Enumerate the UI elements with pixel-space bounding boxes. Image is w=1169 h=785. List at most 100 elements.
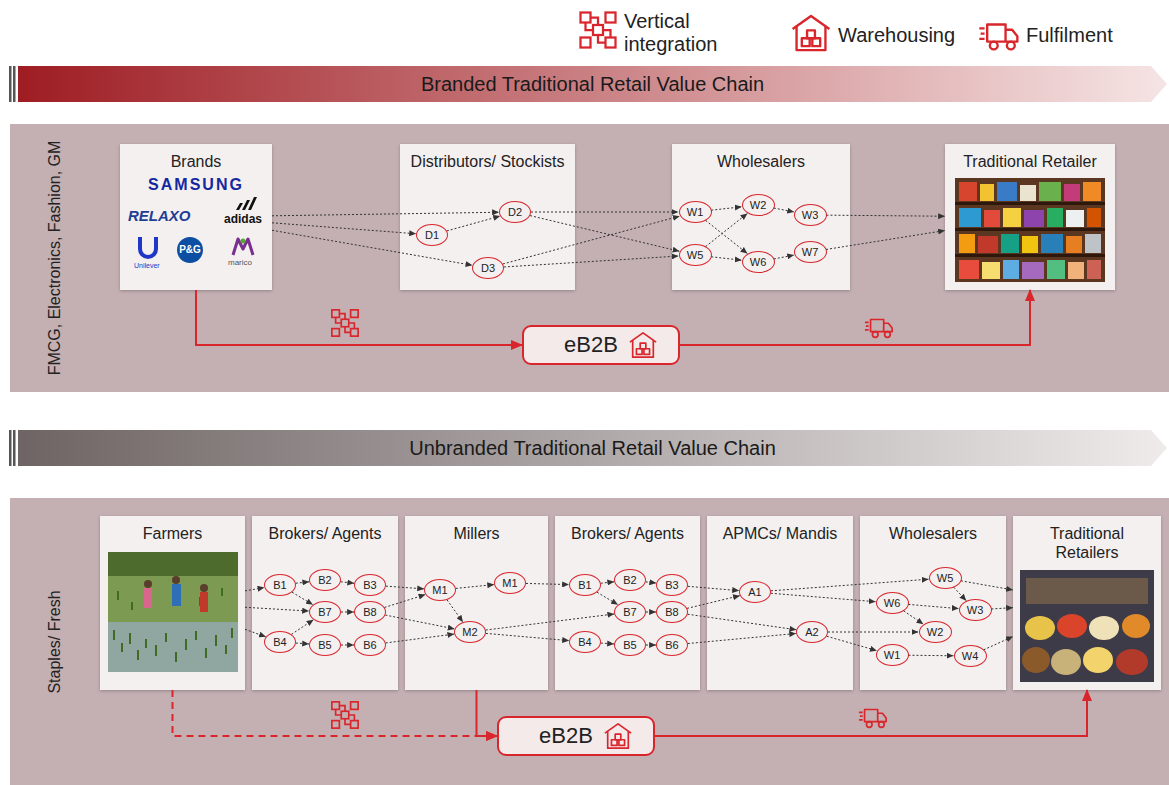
- integration-arrow: [680, 290, 1030, 345]
- flow-arrow: [531, 212, 679, 213]
- actor-circle: M1: [494, 572, 526, 594]
- flow-arrow: [341, 645, 354, 646]
- flow-arrow: [601, 582, 614, 583]
- flow-arrow: [486, 633, 569, 640]
- actor-id: B6: [664, 639, 679, 652]
- actor-id: M1: [431, 584, 448, 597]
- flow-arrow: [447, 600, 463, 622]
- actor-id: B4: [272, 636, 287, 649]
- actor-id: D2: [507, 206, 523, 219]
- brand-logo: [236, 197, 257, 210]
- brand-logo-text: RELAXO: [128, 207, 191, 225]
- farm-photo: [114, 588, 232, 662]
- shop-photo: [1020, 185, 1036, 201]
- box-title: Distributors/ Stockists: [406, 152, 569, 171]
- actor-circle: B2: [614, 569, 646, 591]
- actor-circle: M1: [424, 579, 456, 601]
- actor-id: W6: [883, 597, 902, 610]
- actor-circle: B3: [656, 574, 688, 596]
- shop-photo: [1039, 182, 1061, 201]
- brand-logo: [233, 239, 253, 255]
- flow-arrow: [245, 588, 264, 591]
- flow-arrow: [688, 633, 796, 643]
- flow-arrow: [991, 608, 1013, 609]
- box-title: APMCs/ Mandis: [713, 524, 847, 543]
- actor-id: D1: [424, 229, 440, 242]
- stage-box: B1B2B3B7B8B4B5B6Brokers/ Agents: [555, 516, 700, 690]
- actor-circle: W3: [794, 204, 827, 226]
- legend-icon: [581, 13, 616, 48]
- flow-arrow: [908, 604, 958, 608]
- flow-arrow: [385, 615, 454, 629]
- actor-circle: B8: [656, 601, 688, 623]
- actor-circle: D1: [416, 224, 448, 246]
- flow-arrow: [711, 207, 741, 210]
- actor-id: B4: [577, 636, 592, 649]
- actor-circle: B3: [354, 574, 386, 596]
- brand-logo: [140, 237, 156, 257]
- stage-box: Traditional Retailers: [1013, 516, 1161, 690]
- farm-photo: [200, 584, 208, 592]
- band-arrow-shape: [18, 430, 1167, 466]
- flow-arrow: [272, 230, 472, 265]
- stage-box: M1M1M2Millers: [405, 516, 548, 690]
- box-title: Wholesalers: [678, 152, 844, 171]
- flow-arrow: [530, 216, 679, 252]
- brand-logo: [177, 237, 203, 263]
- brand-logo-text: Unilever: [134, 261, 160, 270]
- band-title: Branded Traditional Retail Value Chain: [421, 73, 764, 96]
- grain-shop-photo: [1020, 570, 1154, 682]
- flow-arrow: [341, 612, 354, 613]
- actor-circle: W2: [742, 194, 775, 216]
- actor-circle: B1: [569, 574, 601, 596]
- grain-shop-photo: [1057, 614, 1087, 638]
- legend-item: Fulfilment: [1026, 24, 1146, 47]
- actor-circle: B7: [614, 601, 646, 623]
- flow-arrow: [908, 655, 953, 657]
- band-arrow-shape: [18, 66, 1167, 102]
- integration-arrow: [477, 690, 498, 736]
- farm-photo: [108, 552, 238, 672]
- band-marker: [13, 66, 16, 102]
- actor-id: B5: [622, 639, 637, 652]
- flow-arrow: [828, 632, 919, 633]
- grain-shop-photo: [1083, 647, 1113, 673]
- flow-icon: [865, 320, 892, 338]
- farm-photo: [108, 622, 238, 672]
- stage-box: Traditional Retailer: [945, 144, 1115, 290]
- flow-icon: [630, 333, 656, 357]
- eb2b-box: eB2B: [497, 716, 655, 756]
- shop-photo: [959, 182, 977, 201]
- actor-circle: W5: [679, 244, 712, 266]
- chain-panel: Farmers B1B2B3B7B8B4B5B6Brokers/ Agents M1…: [10, 498, 1169, 785]
- flow-icon: [332, 702, 358, 728]
- stage-box: B1B2B3B7B8B4B5B6Brokers/ Agents: [252, 516, 398, 690]
- actor-circle: W7: [794, 241, 827, 263]
- flow-arrow: [688, 614, 797, 630]
- actor-id: W6: [749, 256, 768, 269]
- shop-photo: [1001, 234, 1019, 253]
- farm-photo: [172, 576, 180, 584]
- actor-id: D3: [480, 262, 496, 275]
- shop-photo: [1047, 208, 1063, 227]
- flow-arrow: [386, 586, 424, 589]
- actor-circle: D3: [472, 257, 504, 279]
- flow-arrow: [296, 643, 309, 645]
- flow-arrow: [456, 585, 494, 589]
- actor-id: B1: [272, 579, 287, 592]
- box-title: Traditional Retailers: [1019, 524, 1155, 562]
- shop-photo: [959, 260, 979, 279]
- shop-photo: [1087, 208, 1101, 227]
- actor-circle: B4: [569, 631, 601, 653]
- actor-id: W2: [926, 626, 945, 639]
- box-title: Farmers: [106, 524, 239, 543]
- flow-arrow: [245, 629, 266, 637]
- farm-photo: [144, 580, 152, 588]
- actor-circle: M2: [454, 621, 486, 643]
- brand-logo-text: adidas: [224, 212, 262, 226]
- shop-photo: [955, 178, 1105, 282]
- shop-photo: [997, 182, 1017, 201]
- flow-arrow: [904, 611, 924, 624]
- flow-arrow: [447, 216, 500, 231]
